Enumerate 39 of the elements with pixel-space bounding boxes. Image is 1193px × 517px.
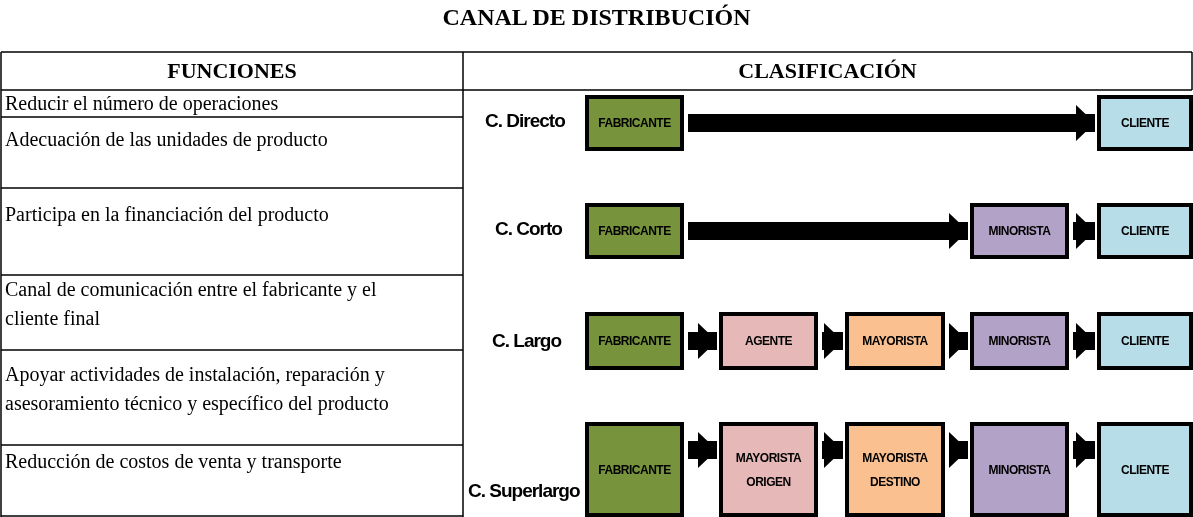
process-box: CLIENTE bbox=[1097, 422, 1193, 517]
process-box: MINORISTA bbox=[970, 312, 1069, 370]
arrow bbox=[688, 105, 1095, 141]
process-box: MAYORISTA DESTINO bbox=[845, 422, 945, 517]
process-box: AGENTE bbox=[719, 312, 818, 370]
process-box: CLIENTE bbox=[1097, 95, 1193, 151]
channel-name: C. Directo bbox=[485, 110, 565, 132]
channel-name: C. Corto bbox=[495, 218, 562, 240]
column-header: CLASIFICACIÓN bbox=[737, 57, 918, 85]
channel-name: C. Superlargo bbox=[468, 480, 580, 502]
arrow bbox=[688, 323, 717, 359]
process-box: MAYORISTA ORIGEN bbox=[719, 422, 818, 517]
process-box: FABRICANTE bbox=[585, 203, 684, 259]
arrow bbox=[822, 323, 843, 359]
arrow bbox=[688, 432, 717, 468]
process-box: CLIENTE bbox=[1097, 312, 1193, 370]
arrow bbox=[688, 213, 968, 249]
arrow bbox=[822, 432, 843, 468]
process-box: FABRICANTE bbox=[585, 422, 684, 517]
arrow bbox=[949, 323, 968, 359]
arrow bbox=[1073, 323, 1095, 359]
process-box: FABRICANTE bbox=[585, 95, 684, 151]
function-text: Apoyar actividades de instalación, reparación y asesoramiento técnico y específico del producto bbox=[4, 362, 390, 417]
function-text: Adecuación de las unidades de producto bbox=[4, 127, 329, 153]
arrow bbox=[1073, 213, 1095, 249]
process-box: MAYORISTA bbox=[845, 312, 945, 370]
diagram-title: CANAL DE DISTRIBUCIÓN bbox=[441, 4, 752, 31]
function-text: Participa en la financiación del producto bbox=[4, 202, 330, 228]
process-box: MINORISTA bbox=[970, 203, 1069, 259]
channel-name: C. Largo bbox=[492, 330, 562, 352]
arrow bbox=[949, 432, 968, 468]
column-header: FUNCIONES bbox=[166, 57, 298, 85]
function-text: Reducir el número de operaciones bbox=[4, 91, 280, 117]
process-box: FABRICANTE bbox=[585, 312, 684, 370]
function-text: Canal de comunicación entre el fabricante y el cliente final bbox=[4, 277, 378, 331]
function-text: Reducción de costos de venta y transporte bbox=[4, 449, 343, 475]
arrow bbox=[1073, 432, 1095, 468]
process-box: CLIENTE bbox=[1097, 203, 1193, 259]
process-box: MINORISTA bbox=[970, 422, 1069, 517]
